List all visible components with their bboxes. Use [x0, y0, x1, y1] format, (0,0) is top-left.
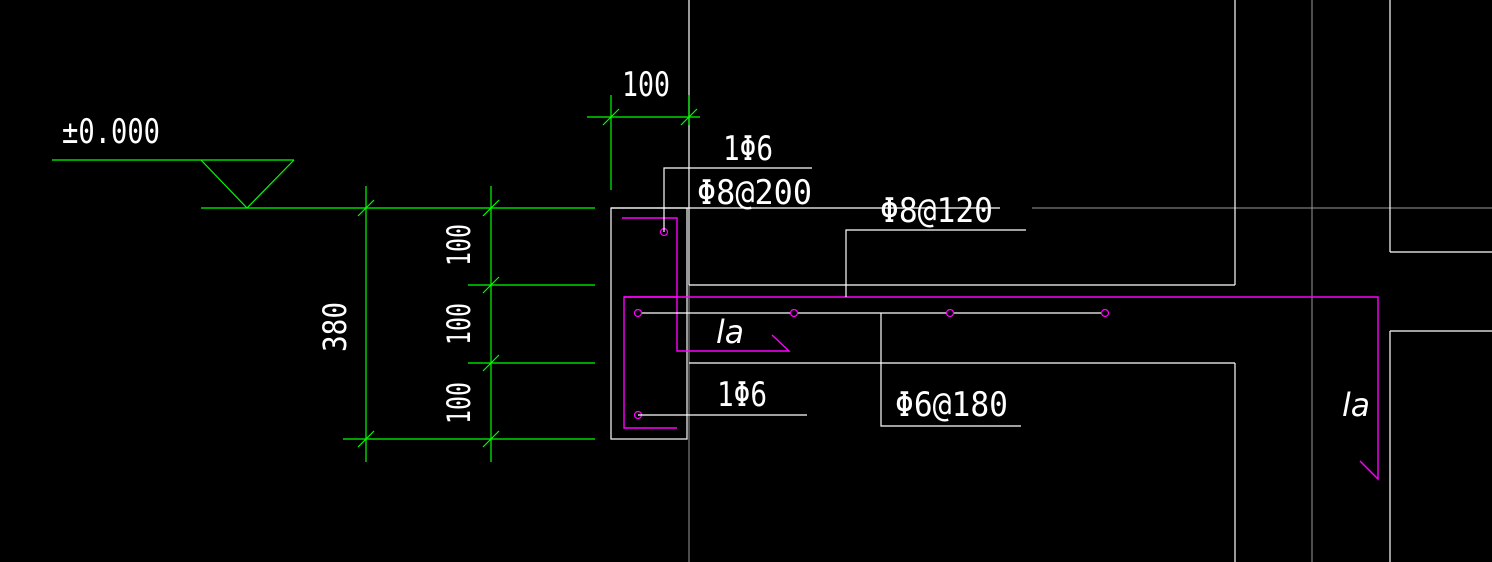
beam-section-outline	[610, 207, 688, 440]
rebar-bottom-corner-label: 1Φ6	[717, 375, 767, 415]
anchorage-right-label: la	[1342, 386, 1370, 424]
beam-stirrup-outline	[623, 296, 677, 429]
leader-top-corner	[663, 167, 812, 232]
dim-width-tick-right	[680, 108, 698, 126]
slab-top-bar	[624, 296, 1379, 481]
leader-slab-top	[845, 229, 1026, 297]
leader-distribution	[880, 313, 1021, 427]
rebar-dot-slab-4	[1100, 308, 1110, 318]
annotations: ±0.000 100 1Φ6 Φ8@200 Φ8@120 1Φ6 Φ6@180 …	[62, 65, 1370, 425]
dim-seg-tick-1	[482, 199, 500, 217]
rebar-dot-slab-3	[945, 308, 955, 318]
rebar-top-corner-label: 1Φ6	[723, 129, 773, 169]
dimension-lines	[52, 95, 700, 462]
grid-lines	[688, 0, 1492, 562]
dim-seg-tick-4	[482, 430, 500, 448]
dim-segment-top-label: 100	[440, 224, 478, 266]
rebar-dot-slab-1	[633, 308, 643, 318]
dim-width-tick-left	[602, 108, 620, 126]
elevation-triangle	[200, 159, 295, 209]
rebar-dot-slab-2	[789, 308, 799, 318]
slab-top-bars-label: Φ8@120	[880, 191, 993, 231]
anchorage-left-label: la	[716, 313, 744, 351]
dim-total-height-label: 380	[316, 302, 354, 352]
elevation-label: ±0.000	[62, 112, 160, 152]
leader-lines	[638, 167, 1026, 427]
stirrup-hook-bar	[622, 217, 791, 352]
structure-outline	[610, 0, 1492, 562]
dim-width-label: 100	[622, 65, 670, 105]
rebar-layout	[622, 217, 1379, 481]
dim-total-tick-top	[357, 199, 375, 217]
dim-segment-middle-label: 100	[440, 303, 478, 345]
distribution-bars-label: Φ6@180	[895, 385, 1008, 425]
dim-segment-bottom-label: 100	[440, 382, 478, 424]
stirrup-beam-label: Φ8@200	[697, 173, 812, 213]
